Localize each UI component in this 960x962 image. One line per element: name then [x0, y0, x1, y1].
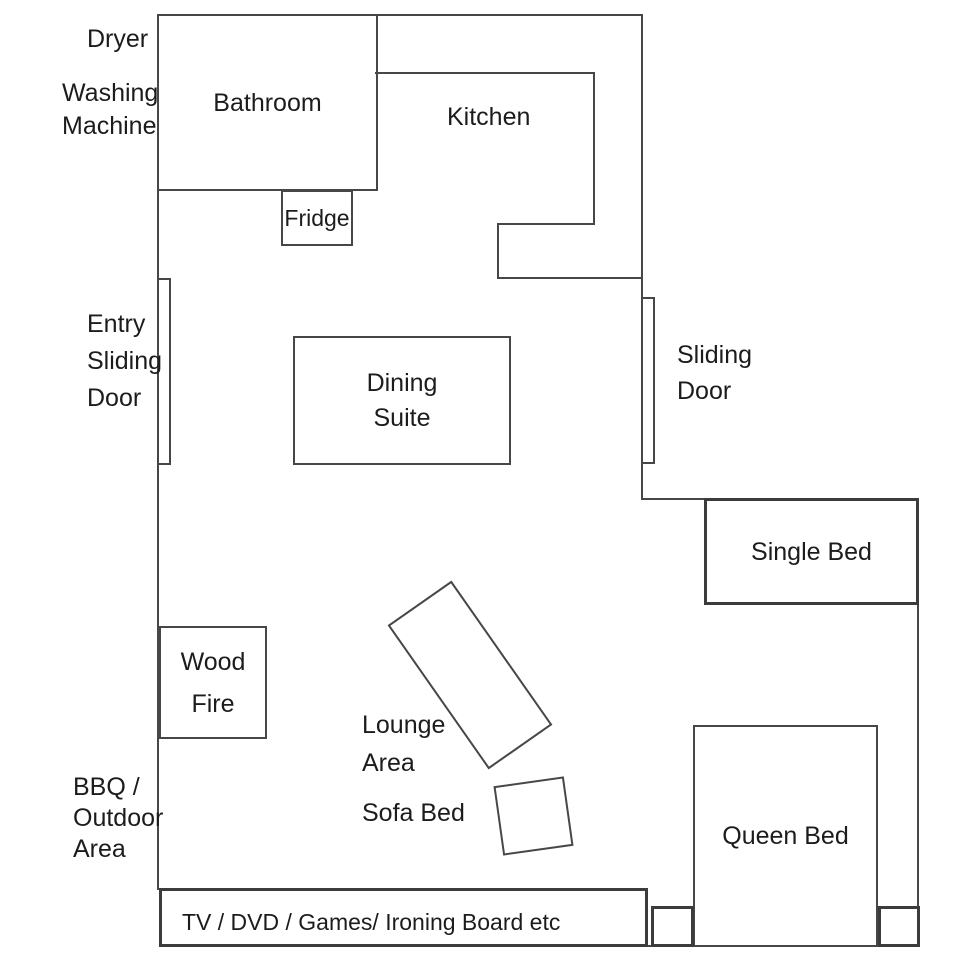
dining-suite-label-line: Dining: [366, 368, 438, 397]
bathroom: Bathroom: [157, 14, 378, 191]
label-kitchen-line: Kitchen: [447, 103, 531, 131]
queen-bed-label: Queen Bed: [722, 819, 849, 853]
entry-sliding-door: [157, 278, 171, 465]
tv-dvd-unit-label-line: TV / DVD / Games/ Ironing Board etc: [182, 908, 561, 935]
label-dryer: Dryer: [87, 23, 148, 56]
fridge-label-line: Fridge: [284, 205, 350, 231]
bathroom-label-line: Bathroom: [213, 88, 322, 117]
wall-bedroom-top: [641, 498, 707, 500]
label-sofa-bed-line: Sofa Bed: [362, 799, 465, 827]
wall-right-lower: [917, 498, 919, 947]
wall-right-upper: [641, 14, 643, 500]
tv-dvd-unit: TV / DVD / Games/ Ironing Board etc: [159, 888, 648, 947]
label-bbq-outdoor-area-line: BBQ /: [73, 773, 140, 801]
fridge: Fridge: [281, 190, 353, 246]
sofa-bed-seat: [493, 776, 574, 856]
single-bed: Single Bed: [704, 498, 919, 605]
label-entry-sliding-door-line: Door: [87, 384, 142, 412]
kitchen-bench-right: [593, 72, 595, 225]
kitchen-bench-bottom: [497, 277, 643, 279]
wood-fire-label-line: Wood: [180, 647, 246, 676]
kitchen-bench-mid-v: [497, 223, 499, 279]
dining-suite-label-line: Suite: [373, 403, 431, 432]
queen-bed-label-line: Queen Bed: [722, 822, 849, 850]
label-lounge-area-line: Lounge: [362, 711, 446, 739]
single-bed-label: Single Bed: [751, 535, 872, 569]
label-entry-sliding-door-line: Sliding: [87, 347, 163, 375]
bedside-table-right: [878, 906, 920, 947]
label-sliding-door-line: Door: [677, 377, 732, 405]
label-bbq-outdoor-area-line: Area: [73, 835, 126, 863]
wall-top: [157, 14, 643, 16]
wood-fire-label-line: Fire: [191, 689, 235, 718]
label-kitchen: Kitchen: [447, 101, 530, 134]
kitchen-bench-top: [375, 72, 595, 74]
single-bed-label-line: Single Bed: [751, 537, 872, 566]
bathroom-label: Bathroom: [213, 86, 321, 120]
label-lounge-area-line: Area: [362, 749, 415, 777]
label-washing-machine-line: Machine: [62, 112, 157, 140]
kitchen-bench-mid-h: [497, 223, 595, 225]
queen-bed: Queen Bed: [693, 725, 878, 947]
label-sliding-door-line: Sliding: [677, 341, 753, 369]
bedside-table-left: [651, 906, 694, 947]
label-entry-sliding-door-line: Entry: [87, 310, 146, 338]
fridge-label: Fridge: [284, 204, 349, 232]
label-washing-machine-line: Washing: [62, 79, 159, 107]
label-dryer-line: Dryer: [87, 25, 149, 53]
label-sofa-bed: Sofa Bed: [362, 797, 465, 830]
sliding-door: [641, 297, 655, 464]
tv-dvd-unit-label: TV / DVD / Games/ Ironing Board etc: [182, 907, 560, 937]
label-bbq-outdoor-area-line: Outdoor: [73, 804, 164, 832]
